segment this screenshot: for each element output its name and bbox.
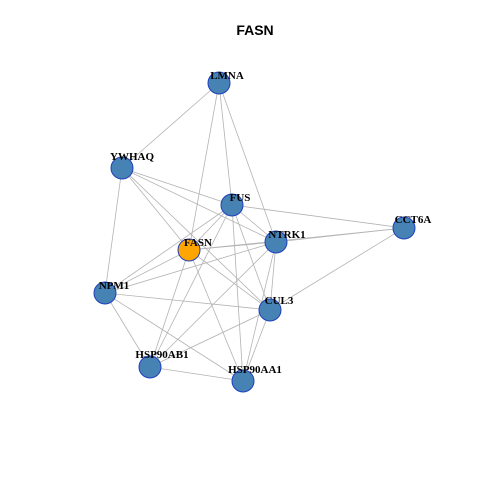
node-npm1 <box>93 281 117 305</box>
node-label-hsp90aa1: HSP90AA1 <box>228 364 282 376</box>
node-label-ywhaq: YWHAQ <box>110 151 154 163</box>
node-label-fasn: FASN <box>184 237 212 249</box>
node-fasn <box>177 238 201 262</box>
edge-ywhaq-fus <box>121 167 233 206</box>
edge-fus-npm1 <box>104 204 233 294</box>
edge-npm1-hsp90aa1 <box>104 292 244 382</box>
node-layer <box>93 71 416 393</box>
edge-ntrk1-npm1 <box>104 241 277 294</box>
edge-cul3-hsp90ab1 <box>149 309 271 368</box>
edge-fus-hsp90aa1 <box>231 204 244 382</box>
node-label-lmna: LMNA <box>210 70 244 82</box>
edge-fasn-hsp90aa1 <box>188 249 244 382</box>
node-label-fus: FUS <box>230 192 251 204</box>
edge-fasn-cul3 <box>188 249 271 311</box>
edge-lmna-fasn <box>188 82 220 251</box>
node-label-cul3: CUL3 <box>265 295 294 307</box>
edge-ntrk1-cct6a <box>275 227 405 243</box>
node-hsp90ab1 <box>138 355 162 379</box>
graph-title: FASN <box>236 22 273 38</box>
edge-npm1-cul3 <box>104 292 271 311</box>
edge-npm1-hsp90ab1 <box>104 292 151 368</box>
node-cul3 <box>258 298 282 322</box>
node-hsp90aa1 <box>231 369 255 393</box>
edge-fus-cct6a <box>231 204 405 229</box>
edge-lmna-fus <box>218 82 233 206</box>
edge-lmna-ntrk1 <box>218 82 277 243</box>
node-fus <box>220 193 244 217</box>
edge-ywhaq-cul3 <box>121 167 271 311</box>
label-layer: LMNA YWHAQ FUS FASN NTRK1 CCT6A NPM1CUL3HSP90A… <box>99 70 432 376</box>
edge-fasn-npm1 <box>104 249 190 294</box>
edge-cct6a-cul3 <box>269 227 405 311</box>
edge-fus-hsp90ab1 <box>149 204 233 368</box>
node-lmna <box>207 71 231 95</box>
node-label-hsp90ab1: HSP90AB1 <box>135 349 188 361</box>
node-label-ntrk1: NTRK1 <box>268 229 305 241</box>
node-cct6a <box>392 216 416 240</box>
node-ntrk1 <box>264 230 288 254</box>
edge-lmna-ywhaq <box>121 82 220 169</box>
edge-ywhaq-npm1 <box>104 167 123 294</box>
edge-ywhaq-fasn <box>121 167 190 251</box>
edge-cul3-hsp90aa1 <box>242 309 271 382</box>
edge-hsp90ab1-hsp90aa1 <box>149 366 244 382</box>
node-ywhaq <box>110 156 134 180</box>
node-label-npm1: NPM1 <box>99 280 130 292</box>
edge-ywhaq-ntrk1 <box>121 167 277 243</box>
node-label-cct6a: CCT6A <box>395 214 432 226</box>
